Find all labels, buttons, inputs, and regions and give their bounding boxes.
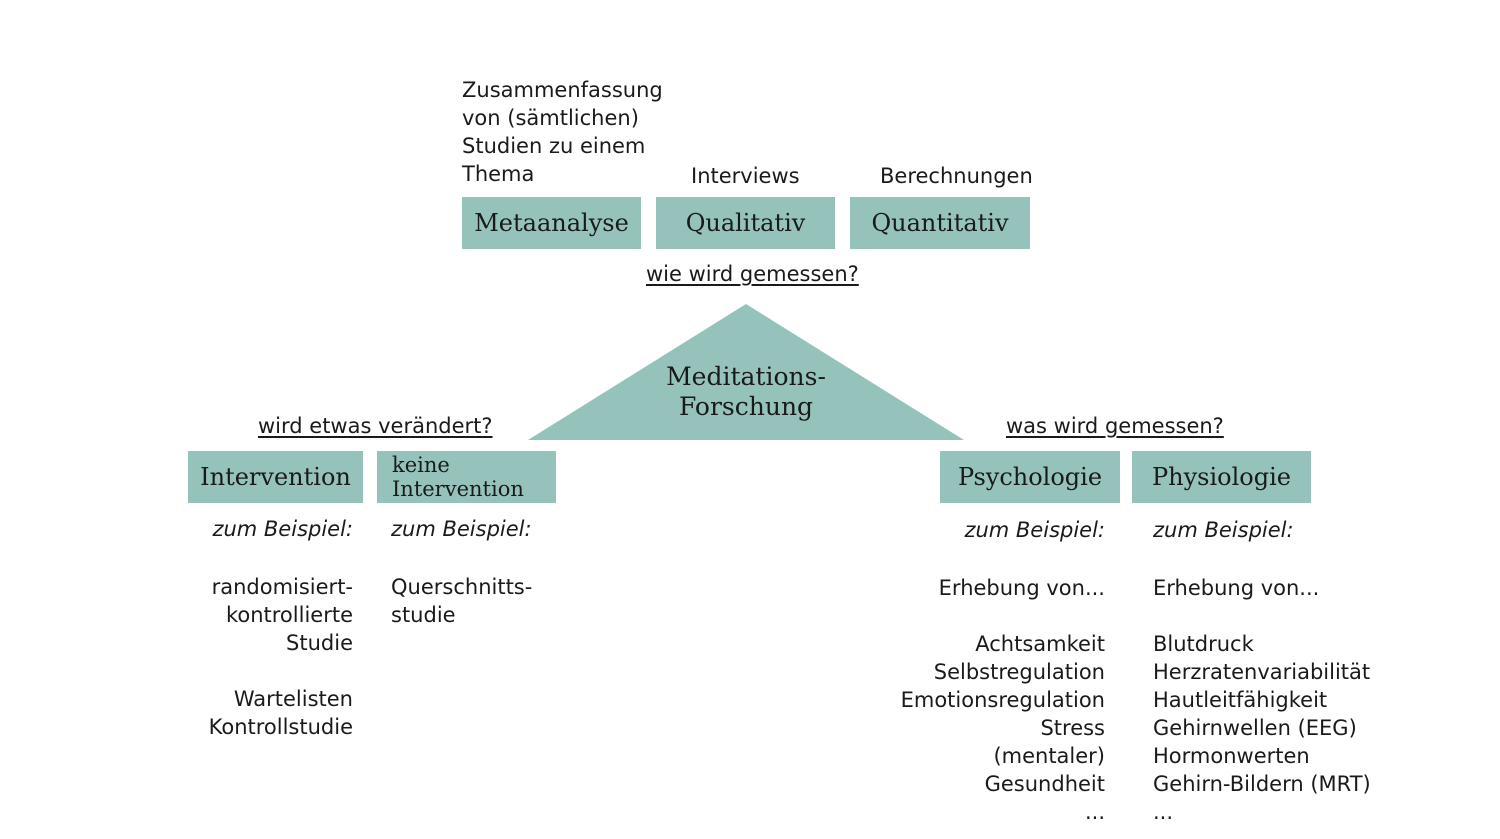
keine-intervention-examples-list: Querschnitts- studie: [391, 575, 533, 627]
meditations-forschung-label: Meditations- Forschung: [666, 362, 826, 421]
physiologie-box: Physiologie: [1132, 451, 1311, 503]
psychologie-erhebung: Erhebung von...: [938, 576, 1105, 600]
qualitativ-box: Qualitativ: [656, 197, 835, 249]
question-wie-wird-gemessen: wie wird gemessen?: [646, 262, 859, 286]
intervention-example-heading: zum Beispiel:: [212, 517, 353, 541]
intervention-box: Intervention: [188, 451, 363, 503]
psychologie-example-heading: zum Beispiel:: [964, 518, 1105, 542]
quantitativ-description: Berechnungen: [880, 164, 1033, 188]
physiologie-erhebung: Erhebung von...: [1153, 576, 1320, 600]
keine-intervention-box: keine Intervention: [377, 451, 556, 503]
intervention-examples-list: randomisiert- kontrollierte Studie Warte…: [208, 575, 353, 739]
research-triangle: [528, 304, 964, 440]
keine-intervention-example-heading: zum Beispiel:: [391, 517, 532, 541]
psychologie-measures-list: Achtsamkeit Selbstregulation Emotionsreg…: [900, 632, 1105, 824]
physiologie-example-heading: zum Beispiel:: [1153, 518, 1294, 542]
psychologie-box: Psychologie: [940, 451, 1120, 503]
question-was-wird-gemessen: was wird gemessen?: [1006, 414, 1224, 438]
metaanalyse-description: Zusammenfassung von (sämtlichen) Studien…: [462, 78, 663, 186]
metaanalyse-box: Metaanalyse: [462, 197, 641, 249]
physiologie-measures-list: Blutdruck Herzratenvariabilität Hautleit…: [1153, 632, 1371, 824]
question-wird-etwas-veraendert: wird etwas verändert?: [258, 414, 493, 438]
qualitativ-description: Interviews: [691, 164, 800, 188]
triangle-shape: [528, 304, 964, 440]
quantitativ-box: Quantitativ: [850, 197, 1030, 249]
